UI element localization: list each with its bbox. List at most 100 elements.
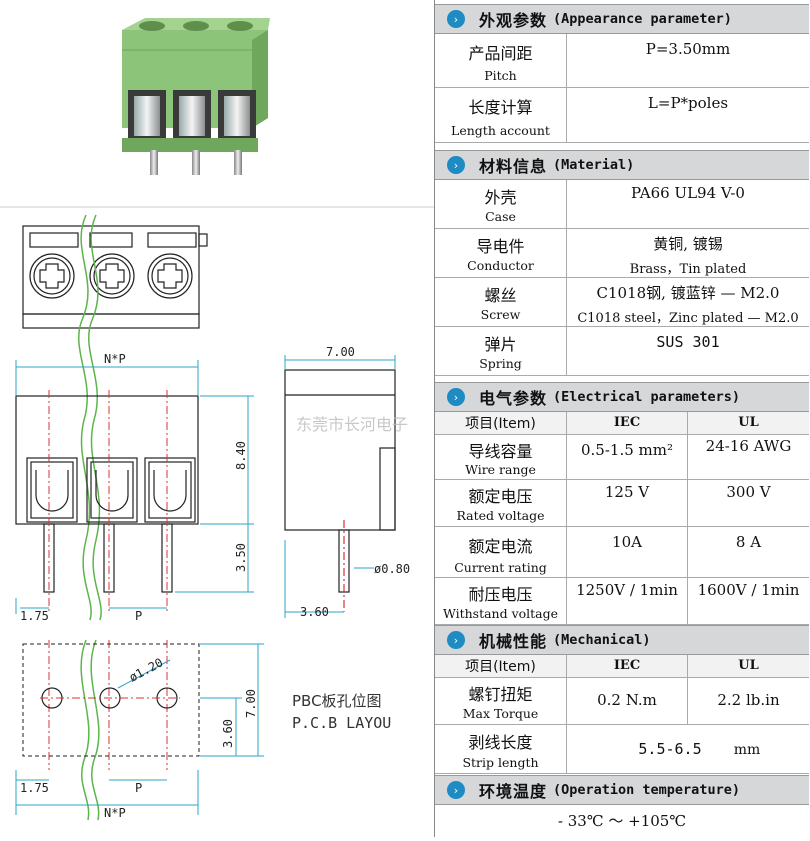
dim-pcb-360: 3.60 — [221, 719, 235, 748]
label-en: Screw — [480, 307, 521, 322]
label-cn: 额定电压 — [468, 487, 533, 506]
dim-080: ø0.80 — [374, 562, 410, 576]
value: L=P*poles — [647, 94, 729, 112]
row-length: 长度计算 Length account L=P*poles — [435, 88, 809, 143]
label-en: Wire range — [465, 462, 536, 477]
value: PA66 UL94 V-0 — [631, 184, 745, 202]
header-ul: UL — [738, 658, 759, 673]
pcb-layout — [22, 643, 200, 757]
chevron-right-icon: › — [447, 781, 465, 799]
value-ul: 1600V / 1min — [697, 581, 800, 599]
chevron-right-icon: › — [447, 388, 465, 406]
value-iec: 0.2 N.m — [597, 691, 657, 709]
label-cn: 螺丝 — [484, 286, 517, 305]
header-item: 项目(Item) — [465, 416, 536, 432]
break-lines — [78, 214, 102, 821]
label-en: Length account — [451, 123, 550, 138]
value: C1018钢, 镀蓝锌 — M2.0 — [596, 284, 780, 302]
product-photo — [122, 18, 270, 175]
section-appearance: › 外观参数 (Appearance parameter) — [435, 4, 809, 34]
row-temperature: - 33℃ ～ +105℃ — [435, 805, 809, 835]
row-current-rating: 额定电流 Current rating 10A 8 A — [435, 527, 809, 578]
header-iec: IEC — [613, 658, 641, 673]
chevron-right-icon: › — [447, 156, 465, 174]
row-strip-length: 剥线长度 Strip length 5.5-6.5 mm — [435, 725, 809, 774]
top-view — [22, 225, 208, 329]
dim-p: P — [135, 609, 142, 623]
row-max-torque: 螺钉扭矩 Max Torque 0.2 N.m 2.2 lb.in — [435, 678, 809, 725]
label-cn: 产品间距 — [468, 44, 533, 63]
value-iec: 1250V / 1min — [576, 581, 678, 599]
label-en: Rated voltage — [456, 508, 545, 523]
electrical-header: 项目(Item) IEC UL — [435, 412, 809, 435]
value: SUS 301 — [656, 333, 720, 351]
section-title-cn: 电气参数 — [479, 389, 548, 408]
value-ul: 8 A — [735, 533, 762, 551]
section-title-en: (Operation temperature) — [553, 782, 740, 798]
value: 黄铜, 镀锡 — [653, 235, 723, 253]
label-en: Conductor — [467, 258, 534, 273]
dim-pcb-175: 1.75 — [20, 781, 49, 795]
section-title-en: (Mechanical) — [553, 632, 651, 648]
value-iec: 10A — [612, 533, 642, 551]
section-title-en: (Electrical parameters) — [553, 389, 740, 405]
value-en: Brass，Tin plated — [629, 262, 747, 277]
temperature-value: - 33℃ ～ +105℃ — [557, 812, 687, 830]
section-title-cn: 机械性能 — [479, 632, 548, 651]
section-material: › 材料信息 (Material) — [435, 150, 809, 180]
label-en: Pitch — [484, 68, 517, 83]
dimension-lines — [15, 355, 396, 815]
dim-175: 1.75 — [20, 609, 49, 623]
value: 5.5-6.5 — [638, 740, 702, 758]
label-cn: 剥线长度 — [468, 733, 533, 752]
label-cn: 导线容量 — [468, 442, 533, 461]
value-ul: 2.2 lb.in — [717, 691, 780, 709]
label-cn: 耐压电压 — [468, 585, 533, 604]
chevron-right-icon: › — [447, 10, 465, 28]
row-conductor: 导电件 Conductor 黄铜, 镀锡 Brass，Tin plated — [435, 229, 809, 278]
dim-pcb-p: P — [135, 781, 142, 795]
dim-840: 8.40 — [234, 441, 248, 470]
value-iec: 125 V — [604, 483, 650, 501]
label-en: Spring — [479, 356, 522, 371]
label-en: Withstand voltage — [442, 606, 559, 621]
section-title-cn: 材料信息 — [479, 157, 548, 176]
row-withstand-voltage: 耐压电压 Withstand voltage 1250V / 1min 1600V… — [435, 578, 809, 625]
label-cn: 导电件 — [476, 237, 525, 256]
watermark: 东莞市长河电子 — [296, 415, 408, 434]
section-mechanical: › 机械性能 (Mechanical) — [435, 625, 809, 655]
value: P=3.50mm — [645, 40, 731, 58]
chevron-right-icon: › — [447, 631, 465, 649]
dim-700: 7.00 — [326, 345, 355, 359]
label-cn: 长度计算 — [468, 98, 533, 117]
label-cn: 螺钉扭矩 — [468, 685, 533, 704]
section-temperature: › 环境温度 (Operation temperature) — [435, 775, 809, 805]
value-en: C1018 steel，Zinc plated — M2.0 — [577, 311, 799, 326]
row-case: 外壳 Case PA66 UL94 V-0 — [435, 180, 809, 229]
label-cn: 弹片 — [484, 335, 517, 354]
label-en: Current rating — [454, 560, 547, 575]
value-iec: 0.5-1.5 mm² — [580, 441, 673, 459]
value-ul: 300 V — [726, 483, 771, 501]
header-item: 项目(Item) — [465, 659, 536, 675]
dim-pcb-np: N*P — [104, 806, 126, 820]
label-en: Strip length — [462, 755, 539, 770]
front-view — [15, 395, 199, 593]
label-cn: 额定电流 — [468, 537, 533, 556]
unit: mm — [733, 742, 761, 758]
label-en: Max Torque — [462, 706, 539, 721]
drawing-canvas: N*P 7.00 8.40 3.50 1.75 P 3.60 ø0.80 ø1.… — [0, 18, 434, 821]
side-view — [284, 369, 396, 612]
technical-drawing: N*P 7.00 8.40 3.50 1.75 P 3.60 ø0.80 ø1.… — [0, 18, 434, 821]
label-cn: 外壳 — [484, 188, 517, 207]
label-en: Case — [485, 209, 516, 224]
header-ul: UL — [738, 415, 759, 430]
section-title-cn: 外观参数 — [479, 11, 548, 30]
dim-np: N*P — [104, 352, 126, 366]
value-ul: 24-16 AWG — [705, 437, 792, 455]
dim-350: 3.50 — [234, 543, 248, 572]
center-lines — [48, 390, 168, 770]
pcb-label-en: P.C.B LAYOU — [292, 714, 391, 732]
row-spring: 弹片 Spring SUS 301 — [435, 327, 809, 376]
